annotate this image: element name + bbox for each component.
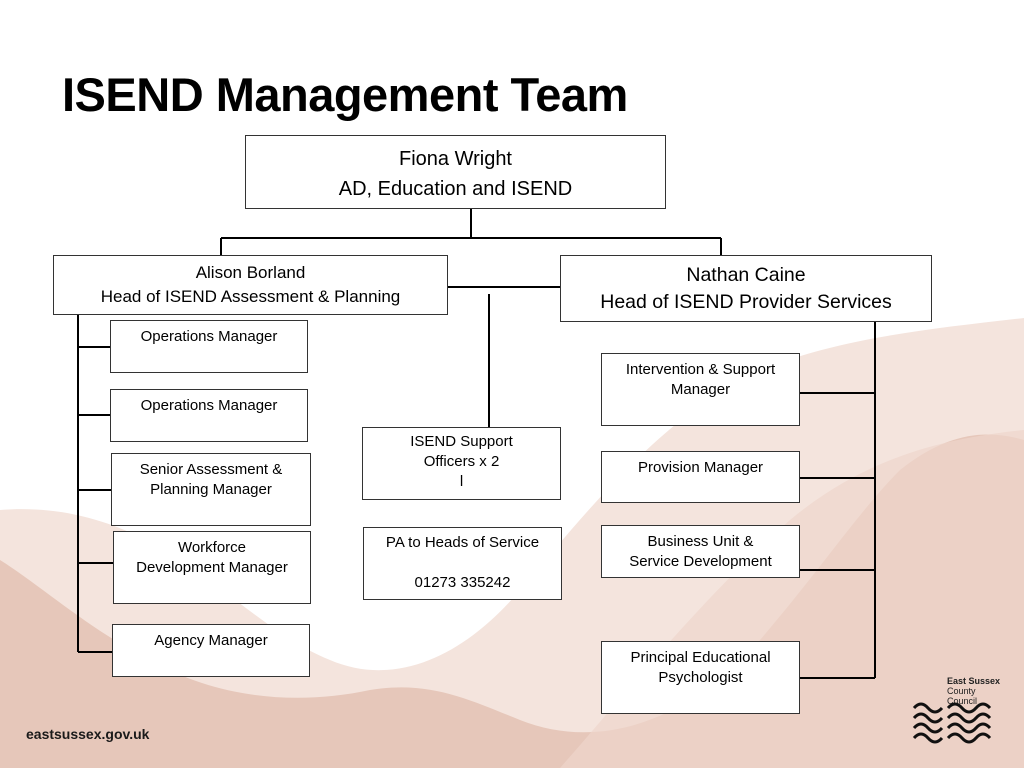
head-provider-role: Head of ISEND Provider Services — [600, 291, 892, 313]
intervention-support-manager-box: Intervention & Support Manager — [601, 353, 800, 426]
operations-manager-2-box: Operations Manager — [110, 389, 308, 442]
business-unit-line-1: Business Unit & — [647, 533, 754, 550]
logo-line-1: East Sussex — [947, 676, 1001, 686]
psychologist-line-2: Psychologist — [658, 669, 743, 686]
support-line-1: ISEND Support — [410, 433, 513, 450]
senior-assessment-line-2: Planning Manager — [150, 481, 272, 498]
agency-manager-label: Agency Manager — [154, 632, 268, 649]
head-assessment-role: Head of ISEND Assessment & Planning — [100, 287, 401, 306]
workforce-line-1: Workforce — [177, 539, 247, 556]
page-title: ISEND Management Team — [62, 68, 628, 121]
operations-manager-1-box: Operations Manager — [110, 320, 308, 373]
support-line-3: l — [459, 473, 464, 490]
isend-support-officers-box: ISEND Support Officers x 2 l — [362, 427, 561, 500]
head-assessment-name: Alison Borland — [195, 263, 306, 282]
director-name: Fiona Wright — [398, 148, 512, 170]
pa-label: PA to Heads of Service — [385, 534, 540, 551]
logo-text: East Sussex County Council — [947, 676, 1007, 706]
agency-manager-box: Agency Manager — [112, 624, 310, 677]
provision-manager-box: Provision Manager — [601, 451, 800, 503]
director-role: AD, Education and ISEND — [338, 178, 573, 200]
director-box: Fiona Wright AD, Education and ISEND — [245, 135, 666, 209]
operations-manager-2-label: Operations Manager — [140, 397, 278, 414]
business-unit-box: Business Unit & Service Development — [601, 525, 800, 578]
provision-manager-label: Provision Manager — [637, 459, 764, 476]
senior-assessment-line-1: Senior Assessment & — [139, 461, 283, 478]
principal-psychologist-box: Principal Educational Psychologist — [601, 641, 800, 714]
footer-url[interactable]: eastsussex.gov.uk — [26, 726, 150, 742]
workforce-line-2: Development Manager — [136, 559, 288, 576]
psychologist-line-1: Principal Educational — [630, 649, 771, 666]
logo-line-2: County Council — [947, 686, 978, 706]
pa-heads-of-service-box: PA to Heads of Service 01273 335242 — [363, 527, 562, 600]
pa-spacer — [364, 553, 561, 573]
intervention-line-2: Manager — [670, 381, 731, 398]
east-sussex-logo-icon — [912, 702, 992, 744]
business-unit-line-2: Service Development — [629, 553, 772, 570]
head-provider-name: Nathan Caine — [686, 264, 806, 286]
head-provider-box: Nathan Caine Head of ISEND Provider Serv… — [560, 255, 932, 322]
operations-manager-1-label: Operations Manager — [140, 328, 278, 345]
head-assessment-box: Alison Borland Head of ISEND Assessment … — [53, 255, 448, 315]
senior-assessment-manager-box: Senior Assessment & Planning Manager — [111, 453, 311, 526]
pa-phone: 01273 335242 — [414, 574, 511, 591]
intervention-line-1: Intervention & Support — [625, 361, 776, 378]
support-line-2: Officers x 2 — [423, 453, 500, 470]
workforce-development-manager-box: Workforce Development Manager — [113, 531, 311, 604]
